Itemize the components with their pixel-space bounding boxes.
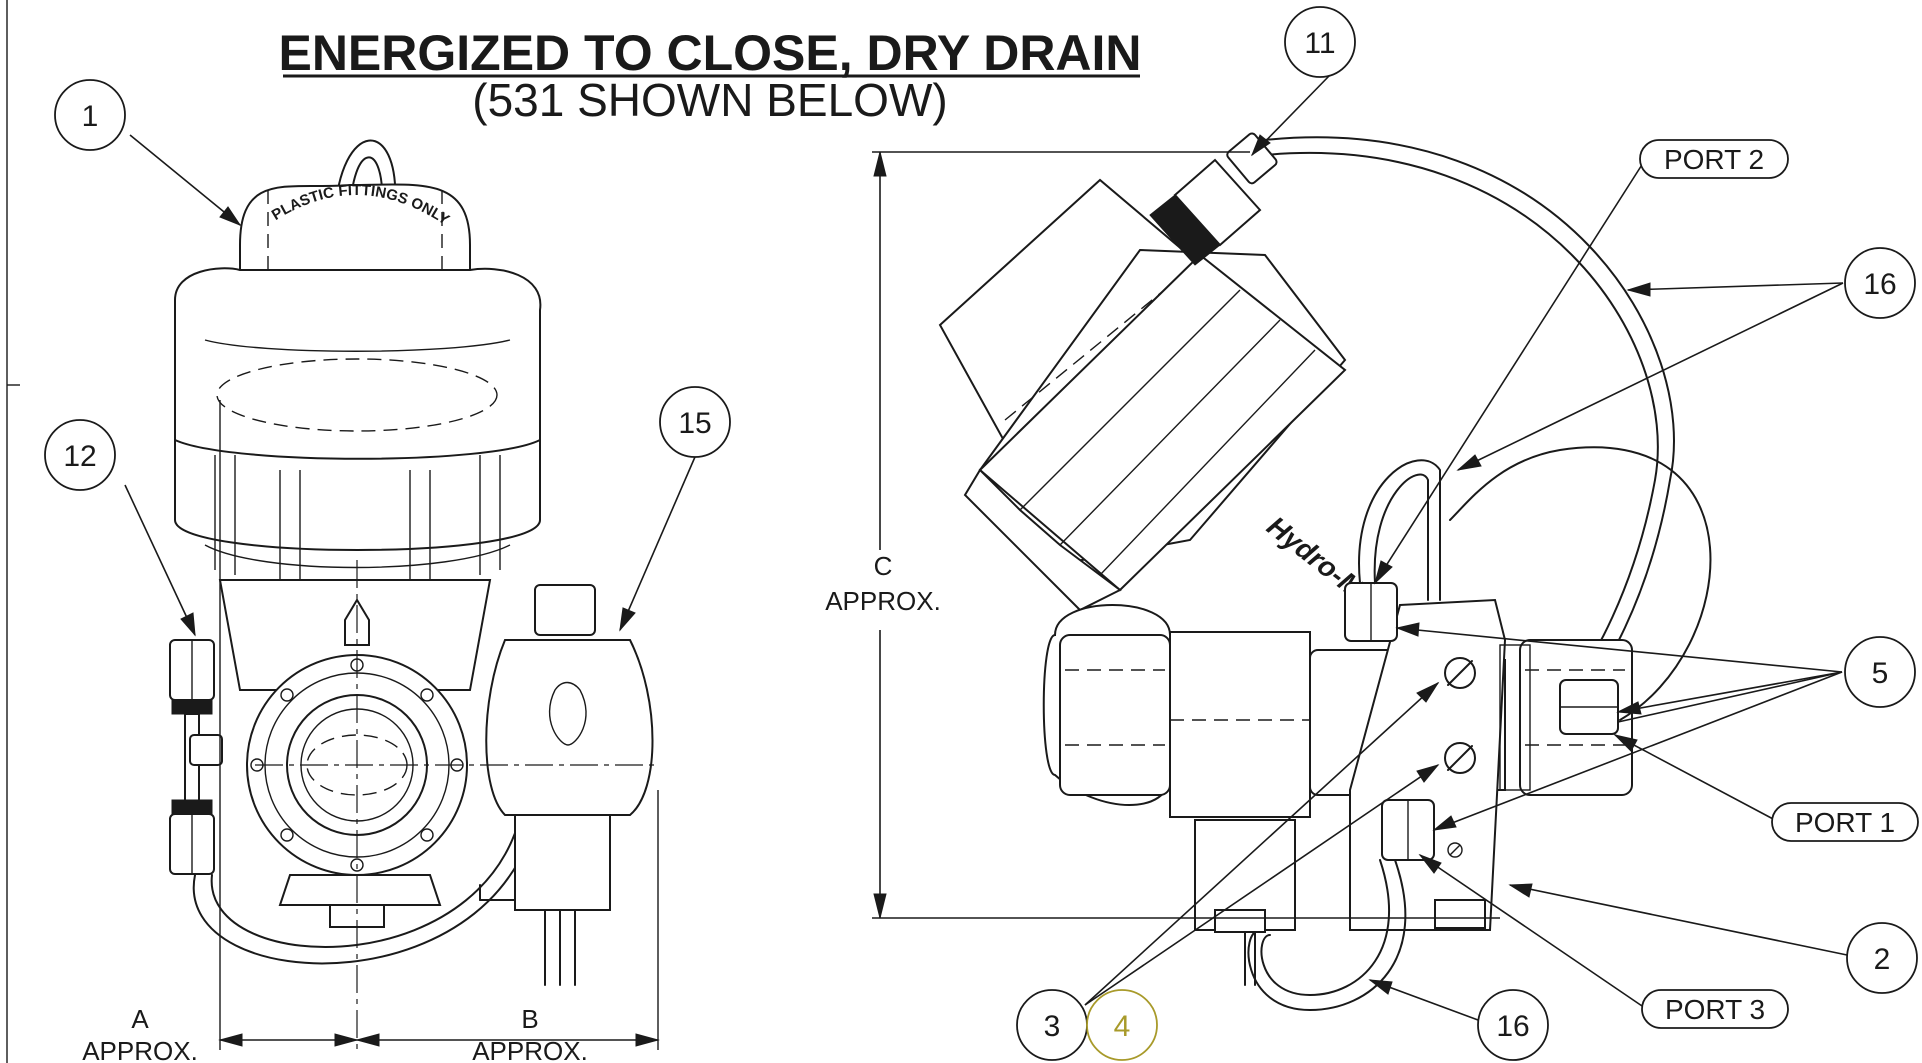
dim-a-letter: A	[131, 1004, 149, 1034]
screw-3	[1444, 657, 1476, 858]
balloon-11: 11	[1284, 6, 1356, 78]
svg-text:PORT 2: PORT 2	[1664, 144, 1764, 175]
balloon-16-top: 16	[1844, 247, 1916, 319]
title-block: ENERGIZED TO CLOSE, DRY DRAIN (531 SHOWN…	[278, 25, 1141, 126]
svg-text:15: 15	[678, 407, 711, 440]
port-3-label: PORT 3	[1641, 989, 1789, 1029]
balloon-3: 3	[1016, 989, 1088, 1061]
side-view: Hydro-Matic	[938, 132, 1712, 1011]
dim-b-letter: B	[521, 1004, 538, 1034]
dim-a-word: APPROX.	[82, 1036, 198, 1063]
fitting-12	[169, 639, 223, 875]
dimension-b: B APPROX.	[355, 790, 660, 1063]
dim-c-letter: C	[874, 551, 893, 581]
balloon-1: 1	[54, 79, 126, 151]
svg-text:12: 12	[63, 440, 96, 473]
balloon-4: 4	[1086, 989, 1158, 1061]
drawing-title: ENERGIZED TO CLOSE, DRY DRAIN	[278, 25, 1141, 81]
front-view: PLASTIC FITTINGS ONLY	[169, 139, 660, 1050]
svg-text:3: 3	[1044, 1010, 1061, 1043]
balloon-12: 12	[44, 419, 116, 491]
balloon-16-bottom: 16	[1477, 989, 1549, 1061]
valve-body-lower	[1042, 598, 1633, 931]
balloon-5: 5	[1844, 636, 1916, 708]
dimension-a: A APPROX.	[82, 1004, 359, 1063]
svg-text:11: 11	[1304, 27, 1335, 60]
port-2-label: PORT 2	[1639, 139, 1789, 179]
dimension-c: C APPROX.	[810, 151, 1500, 919]
bonnet-nut	[963, 253, 1347, 612]
dim-c-word: APPROX.	[825, 586, 941, 616]
balloon-2: 2	[1846, 922, 1918, 994]
svg-text:4: 4	[1114, 1010, 1131, 1043]
item-balloons: 1 11 12 15 16 16 5 2	[44, 6, 1918, 1061]
svg-text:2: 2	[1874, 943, 1891, 976]
dim-b-word: APPROX.	[472, 1036, 588, 1063]
svg-text:5: 5	[1872, 657, 1889, 690]
svg-text:PORT 3: PORT 3	[1665, 994, 1765, 1025]
port-1-label: PORT 1	[1771, 802, 1919, 842]
leader-lines	[124, 74, 1848, 1021]
svg-text:16: 16	[1496, 1010, 1529, 1043]
union-nut	[174, 267, 542, 590]
solenoid-15	[479, 584, 654, 986]
port-labels: PORT 2 PORT 1 PORT 3	[1639, 139, 1919, 1029]
svg-text:PORT 1: PORT 1	[1795, 807, 1895, 838]
svg-text:1: 1	[82, 100, 99, 133]
drawing-subtitle: (531 SHOWN BELOW)	[472, 74, 947, 126]
svg-text:16: 16	[1863, 268, 1896, 301]
balloon-15: 15	[659, 386, 731, 458]
sheet-edge	[6, 0, 20, 1063]
